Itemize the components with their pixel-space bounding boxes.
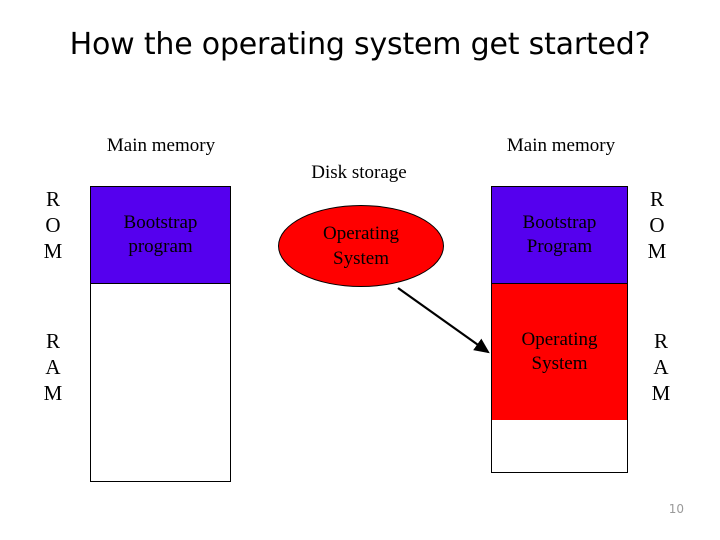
left-memory-block: Bootstrap program (90, 186, 231, 482)
right-memory-free-segment (492, 420, 627, 472)
right-memory-block: Bootstrap Program Operating System (491, 186, 628, 473)
right-main-memory-caption: Main memory (506, 135, 616, 156)
right-ram-letter-m: M (651, 381, 671, 405)
load-os-arrow-line (397, 287, 490, 354)
left-rom-letter-o: O (45, 213, 61, 237)
right-ram-letter-a: A (653, 355, 669, 379)
disk-storage-caption: Disk storage (311, 162, 407, 183)
left-ram-label: R A M (40, 328, 66, 406)
page-title: How the operating system get started? (69, 27, 651, 62)
right-memory-os-segment: Operating System (491, 284, 628, 421)
left-rom-label: R O M (40, 186, 66, 264)
left-memory-bootstrap-segment: Bootstrap program (90, 186, 231, 284)
right-rom-letter-o: O (649, 213, 665, 237)
right-ram-letter-r: R (653, 329, 668, 353)
left-main-memory-caption: Main memory (106, 135, 216, 156)
left-rom-letter-m: M (43, 239, 63, 263)
left-ram-letter-a: A (45, 355, 61, 379)
left-rom-letter-r: R (45, 187, 60, 211)
right-rom-letter-m: M (647, 239, 667, 263)
disk-storage-ellipse: Operating System (278, 205, 444, 287)
right-memory-bootstrap-segment: Bootstrap Program (491, 186, 628, 284)
disk-os-text-line2: System (333, 248, 389, 269)
right-rom-label: R O M (644, 186, 670, 264)
left-memory-free-segment (91, 284, 230, 481)
disk-os-text-line1: Operating (323, 223, 399, 244)
left-ram-letter-m: M (43, 381, 63, 405)
right-rom-letter-r: R (649, 187, 664, 211)
left-ram-letter-r: R (45, 329, 60, 353)
page-number: 10 (668, 502, 684, 516)
right-ram-label: R A M (648, 328, 674, 406)
